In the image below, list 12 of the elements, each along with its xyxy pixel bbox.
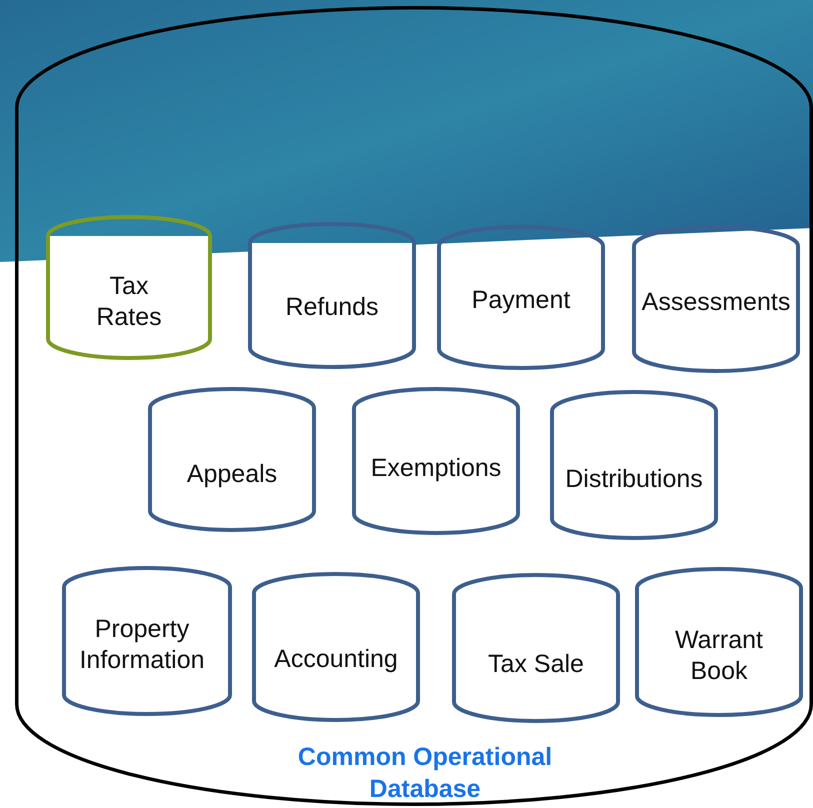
- table-label: Payment: [470, 285, 572, 316]
- table-label: Exemptions: [370, 453, 502, 484]
- table-label: Appeals: [186, 459, 278, 490]
- table-label: Property Information: [78, 614, 206, 676]
- database-label: Common Operational Database: [296, 742, 554, 805]
- table-label: Accounting: [273, 644, 399, 675]
- table-label: Tax Rates: [95, 271, 163, 333]
- table-label: Warrant Book: [674, 625, 764, 687]
- table-label: Refunds: [284, 292, 380, 323]
- table-label: Distributions: [564, 464, 704, 495]
- table-label: Assessments: [640, 287, 792, 318]
- table-label: Tax Sale: [487, 649, 585, 680]
